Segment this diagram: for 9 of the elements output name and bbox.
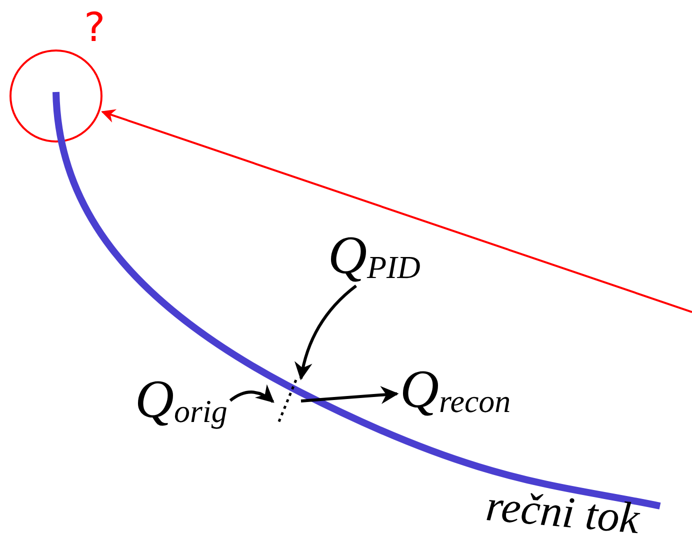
flow-symbol: Q$_{PID}$ (328, 228, 420, 283)
arrow (101, 109, 692, 313)
flow-symbol: Q$_{recon}$ (400, 362, 511, 417)
arrow (300, 386, 399, 404)
arrow (229, 384, 274, 403)
flow-symbol: Q$_{orig}$ (135, 372, 228, 427)
river-label: rečni tok (484, 484, 641, 542)
arrow (295, 284, 358, 380)
question-mark: ? (84, 8, 106, 48)
